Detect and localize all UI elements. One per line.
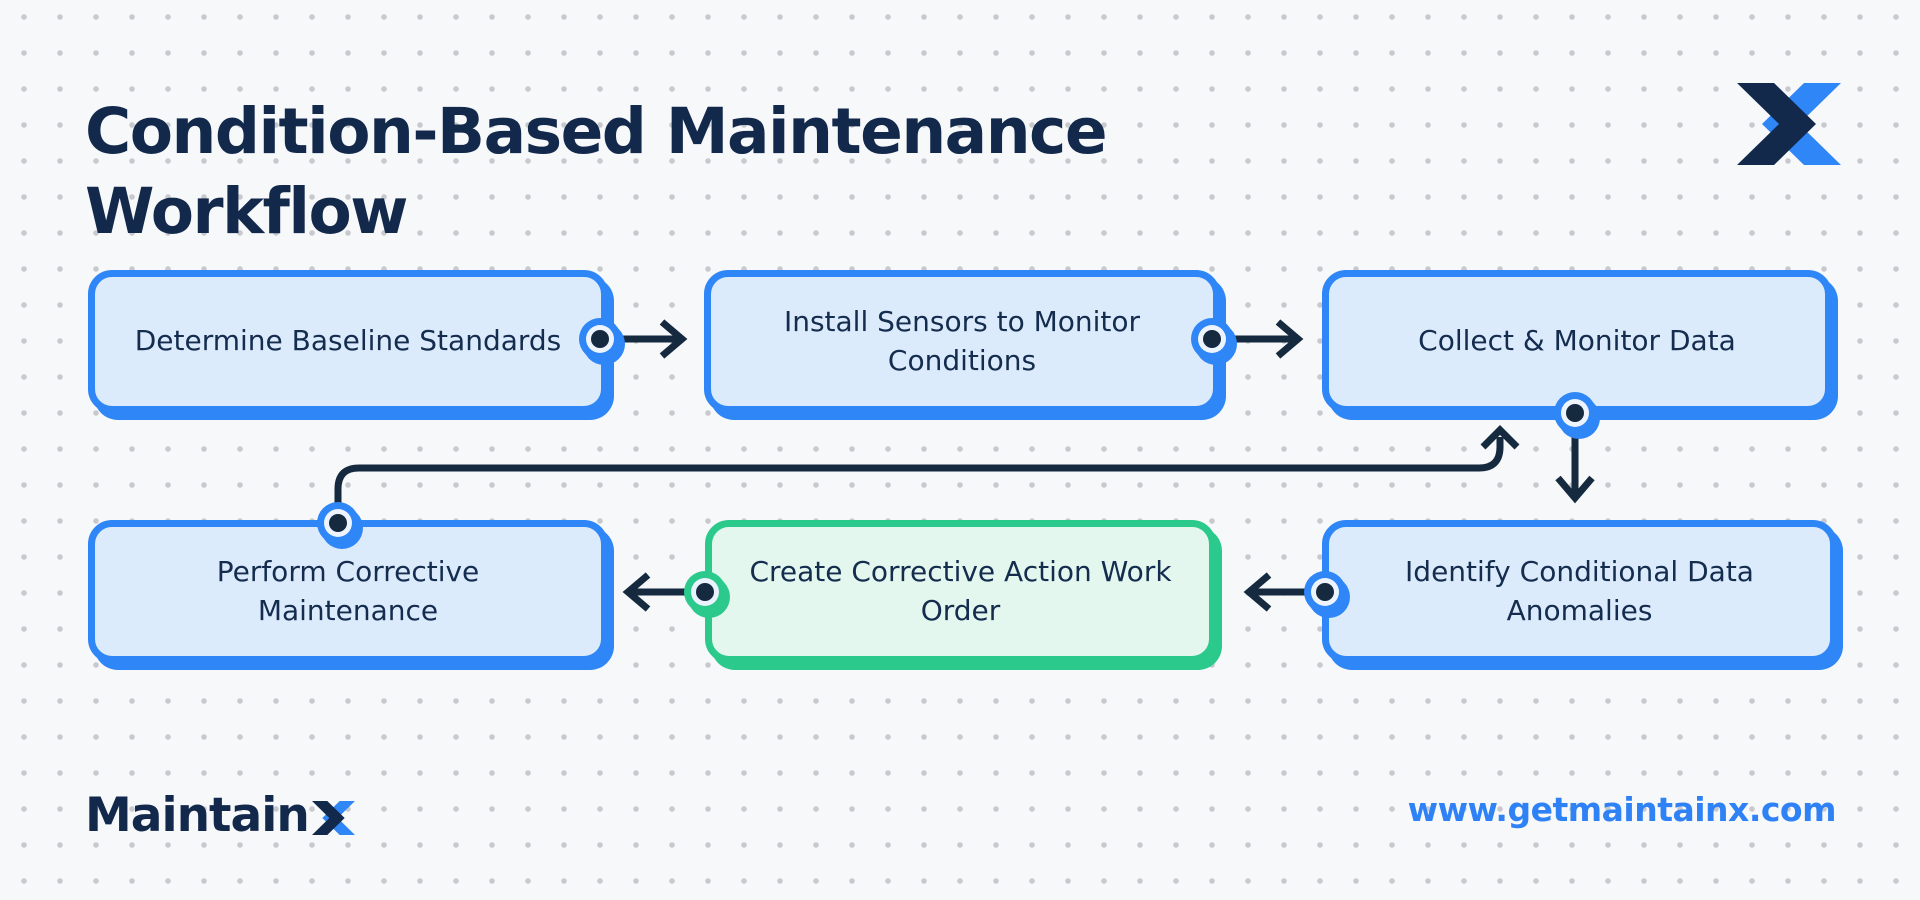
arrow-determine-to-install <box>600 319 688 359</box>
x-mark-icon <box>1737 83 1841 165</box>
arrow-collect-to-identify <box>1555 413 1595 504</box>
node-perform-corrective-maintenance: Perform Corrective Maintenance <box>88 520 608 663</box>
arrow-identify-to-create <box>1243 572 1325 612</box>
node-create-work-order: Create Corrective Action Work Order <box>705 520 1216 663</box>
page-title: Condition-Based Maintenance Workflow <box>85 92 1108 252</box>
page-title-line-2: Workflow <box>85 175 408 249</box>
node-label: Create Corrective Action Work Order <box>749 554 1172 627</box>
node-label: Perform Corrective Maintenance <box>216 554 480 627</box>
node-label: Identify Conditional Data Anomalies <box>1405 554 1754 627</box>
node-identify-data-anomalies: Identify Conditional Data Anomalies <box>1322 520 1837 663</box>
wordmark-text: Maintain <box>85 788 310 843</box>
node-label: Determine Baseline Standards <box>134 324 562 358</box>
maintainx-wordmark: Maintain <box>85 788 355 843</box>
page-title-line-1: Condition-Based Maintenance <box>85 95 1108 169</box>
node-label: Collect & Monitor Data <box>1418 324 1736 358</box>
arrow-perform-to-collect-loop <box>334 425 1520 520</box>
x-mark-icon-small <box>311 800 355 835</box>
maintainx-x-logo <box>1737 83 1841 169</box>
node-label: Install Sensors to Monitor Conditions <box>783 304 1141 377</box>
website-url-link[interactable]: www.getmaintainx.com <box>1407 790 1837 829</box>
arrow-install-to-collect <box>1212 319 1304 359</box>
arrow-create-to-perform <box>622 572 705 612</box>
node-install-sensors: Install Sensors to Monitor Conditions <box>704 270 1220 413</box>
node-determine-baseline-standards: Determine Baseline Standards <box>88 270 608 413</box>
node-collect-monitor-data: Collect & Monitor Data <box>1322 270 1832 413</box>
